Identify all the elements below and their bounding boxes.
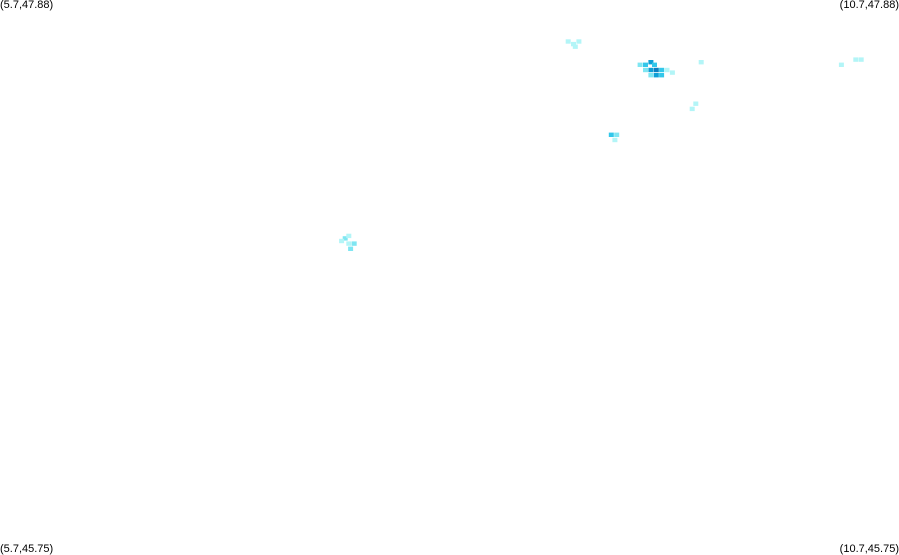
density-cell: [653, 73, 659, 78]
density-cell: [853, 57, 859, 62]
density-cell: [637, 62, 643, 67]
density-cell: [643, 62, 648, 67]
density-cell: [652, 62, 657, 67]
density-cell: [346, 233, 352, 239]
density-cell: [838, 62, 844, 67]
density-cell: [342, 236, 348, 241]
density-cell: [664, 67, 670, 73]
density-cell: [565, 39, 571, 44]
corner-label-bottom-left: (5.7,45.75): [0, 543, 54, 555]
corner-label-top-right: (10.7,47.88): [839, 0, 899, 11]
density-cell: [346, 241, 352, 246]
corner-label-top-left: (5.7,47.88): [0, 0, 54, 11]
density-cell: [576, 39, 582, 44]
density-cell: [614, 132, 620, 137]
density-cell: [643, 67, 648, 73]
density-cell: [698, 60, 704, 65]
corner-label-bottom-right: (10.7,45.75): [839, 543, 899, 555]
density-cell: [693, 101, 699, 106]
density-cell: [659, 73, 665, 78]
density-cells: [339, 39, 864, 251]
density-cell: [653, 67, 659, 73]
density-cell: [648, 73, 654, 78]
density-cell: [648, 67, 654, 73]
density-cell: [612, 137, 618, 143]
density-cell: [351, 241, 357, 246]
density-cell: [608, 132, 614, 137]
density-cell: [571, 41, 576, 47]
density-cell: [659, 67, 665, 73]
density-cell: [689, 106, 695, 112]
density-cell: [858, 57, 864, 62]
density-cell: [572, 44, 578, 49]
density-cell: [648, 60, 654, 65]
density-cell: [348, 246, 354, 251]
density-cell: [339, 238, 345, 244]
density-cell: [669, 70, 675, 75]
